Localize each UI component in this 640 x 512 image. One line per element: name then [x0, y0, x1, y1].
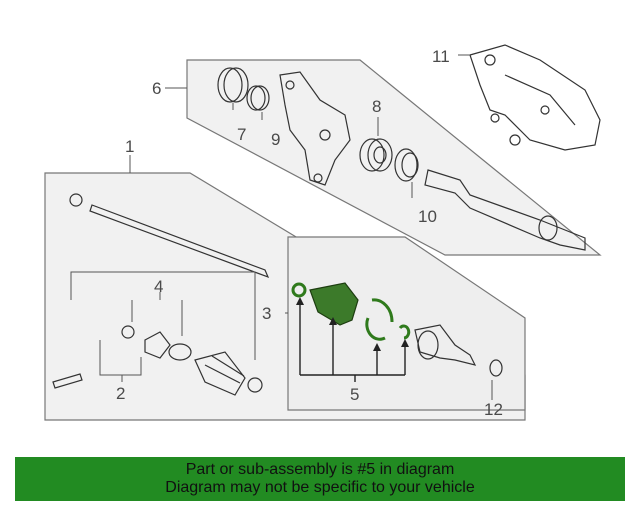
snap-ring-part [246, 85, 270, 111]
callout-3: 3 [262, 304, 271, 323]
boot-band-medium [365, 317, 386, 341]
boot-band-small [291, 282, 307, 298]
long-shaft-part [69, 193, 270, 279]
callout-1: 1 [125, 137, 134, 156]
callout-6: 6 [152, 79, 161, 98]
ring-part [394, 148, 419, 182]
banner-line-1: Part or sub-assembly is #5 in diagram [185, 461, 455, 478]
inner-joint-panel [287, 236, 526, 411]
boot-band-large [371, 298, 394, 323]
bracket-part [469, 44, 601, 151]
clamp-part [168, 343, 192, 361]
callout-5-arrows [296, 297, 409, 382]
callout-7: 7 [237, 125, 246, 144]
outer-clamp-part [247, 377, 263, 393]
pin-part [52, 373, 83, 389]
info-banner: Part or sub-assembly is #5 in diagram Di… [15, 457, 625, 501]
callout-2: 2 [116, 384, 125, 403]
boot-clip [398, 324, 411, 340]
callout-5: 5 [350, 385, 359, 404]
outer-boot-part [194, 351, 246, 396]
callout-4: 4 [154, 277, 163, 296]
inner-joint-part [414, 324, 477, 366]
knuckle-part [279, 71, 351, 186]
seal-part [217, 67, 249, 103]
bearing-part [359, 138, 393, 172]
small-plug-part [489, 359, 503, 377]
callout-11: 11 [432, 47, 450, 66]
highlighted-boot-kit [291, 282, 411, 341]
callout-9: 9 [271, 130, 280, 149]
upper-assembly-panel [186, 59, 602, 256]
outer-shaft-part [424, 169, 586, 251]
inner-boot [309, 282, 359, 326]
callout-12: 12 [484, 400, 503, 419]
tripod-part [144, 331, 171, 359]
callout-8: 8 [372, 97, 381, 116]
banner-line-2: Diagram may not be specific to your vehi… [165, 479, 475, 496]
callout-10: 10 [418, 207, 437, 226]
leader-lines [70, 87, 493, 400]
parts-diagram: 1 2 3 4 5 6 7 8 9 10 11 12 [44, 44, 602, 421]
small-ring-part [121, 325, 135, 339]
